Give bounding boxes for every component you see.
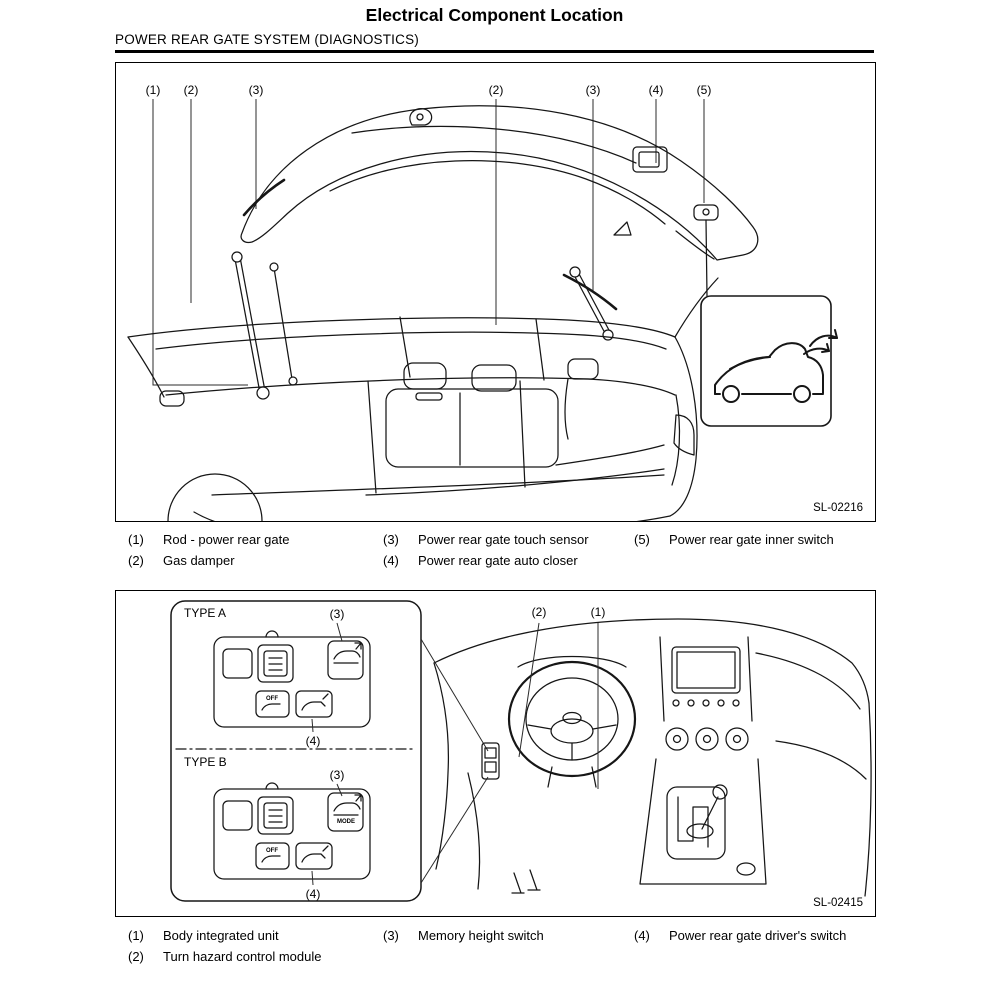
dashboard-drawing bbox=[433, 618, 872, 897]
callout-2-gas-damper: (2) bbox=[183, 83, 199, 97]
callout-4-auto-closer: (4) bbox=[648, 83, 664, 97]
callout-3-memory-height-a: (3) bbox=[329, 607, 345, 621]
figure1-frame: (1) (2) (3) (2) (3) (4) (5) SL-02216 bbox=[115, 62, 876, 522]
legend-num: (1) bbox=[128, 532, 144, 547]
callout-3-memory-height-b: (3) bbox=[329, 768, 345, 782]
legend-item: (2) Turn hazard control module bbox=[128, 948, 383, 965]
seats-drawing bbox=[385, 358, 599, 468]
legend-num: (2) bbox=[128, 949, 144, 964]
gate-open-car-icon bbox=[714, 329, 838, 403]
legend-label: Power rear gate auto closer bbox=[418, 553, 578, 568]
page-title: Electrical Component Location bbox=[365, 5, 624, 25]
legend-item-empty bbox=[383, 948, 634, 965]
vehicle-body-drawing bbox=[127, 221, 719, 521]
dash-switch-bank bbox=[481, 742, 500, 780]
legend-label: Gas damper bbox=[163, 553, 235, 568]
callout-1-body-unit: (1) bbox=[590, 605, 606, 619]
callout-4-driver-switch-b: (4) bbox=[305, 887, 321, 901]
steering-wheel-drawing bbox=[507, 660, 637, 778]
legend-num: (4) bbox=[383, 553, 399, 568]
touch-sensor-strips bbox=[242, 178, 618, 311]
switch-panel-type-b bbox=[213, 782, 371, 880]
section-subtitle: POWER REAR GATE SYSTEM (DIAGNOSTICS) bbox=[115, 32, 419, 47]
legend-label: Power rear gate inner switch bbox=[669, 532, 834, 547]
legend-item: (4) Power rear gate driver's switch bbox=[634, 927, 874, 944]
legend-item: (5) Power rear gate inner switch bbox=[634, 531, 874, 548]
figure1-code: SL-02216 bbox=[813, 502, 863, 514]
legend-label: Body integrated unit bbox=[163, 928, 279, 943]
off-button-label-b: OFF bbox=[266, 848, 278, 854]
open-tailgate-drawing bbox=[240, 105, 759, 261]
legend-item: (2) Gas damper bbox=[128, 552, 383, 569]
heading-rule bbox=[115, 50, 874, 53]
off-button-label-a: OFF bbox=[266, 696, 278, 702]
callout-3b-touch-sensor: (3) bbox=[585, 83, 601, 97]
legend-item: (1) Rod - power rear gate bbox=[128, 531, 383, 548]
figure2-inset-leaders bbox=[311, 622, 343, 886]
callout-3-touch-sensor: (3) bbox=[248, 83, 264, 97]
legend-item: (4) Power rear gate auto closer bbox=[383, 552, 634, 569]
figure2-frame: TYPE A TYPE B (3) (4) (3) (4) (2) (1) OF… bbox=[115, 590, 876, 917]
legend-num: (3) bbox=[383, 532, 399, 547]
center-console-drawing bbox=[639, 636, 767, 885]
legend-item: (3) Power rear gate touch sensor bbox=[383, 531, 634, 548]
legend-label: Turn hazard control module bbox=[163, 949, 322, 964]
legend-num: (1) bbox=[128, 928, 144, 943]
legend-label: Power rear gate touch sensor bbox=[418, 532, 589, 547]
figure2-code: SL-02415 bbox=[813, 897, 863, 909]
legend-label: Power rear gate driver's switch bbox=[669, 928, 847, 943]
callout-1-rod: (1) bbox=[145, 83, 161, 97]
legend-item: (3) Memory height switch bbox=[383, 927, 634, 944]
figure2-legend: (1) Body integrated unit (3) Memory heig… bbox=[115, 927, 874, 965]
power-rod-strut bbox=[231, 251, 270, 400]
figure1-legend: (1) Rod - power rear gate (3) Power rear… bbox=[115, 531, 874, 569]
callout-2-turn-hazard: (2) bbox=[531, 605, 547, 619]
figure1-leader-lines bbox=[152, 99, 705, 386]
figure2-leader-lines bbox=[518, 622, 599, 789]
auto-closer-drawing bbox=[632, 146, 668, 173]
type-b-label: TYPE B bbox=[184, 755, 227, 769]
rear-gate-diagram bbox=[127, 99, 838, 521]
switch-inset-box bbox=[170, 600, 422, 902]
switch-panel-type-a bbox=[213, 630, 371, 728]
legend-label: Memory height switch bbox=[418, 928, 544, 943]
legend-num: (5) bbox=[634, 532, 650, 547]
inset-box bbox=[700, 295, 838, 427]
inner-switch-drawing bbox=[693, 204, 719, 297]
legend-item: (1) Body integrated unit bbox=[128, 927, 383, 944]
legend-item-empty bbox=[634, 552, 874, 569]
inset-connector-lines bbox=[420, 638, 489, 884]
legend-num: (3) bbox=[383, 928, 399, 943]
callout-4-driver-switch-a: (4) bbox=[305, 734, 321, 748]
mode-button-label: MODE bbox=[337, 819, 355, 825]
cabin-diagram bbox=[170, 600, 872, 902]
legend-label: Rod - power rear gate bbox=[163, 532, 290, 547]
type-a-label: TYPE A bbox=[184, 606, 227, 620]
callout-5-inner-switch: (5) bbox=[696, 83, 712, 97]
legend-item-empty bbox=[634, 948, 874, 965]
callout-2b-gas-damper: (2) bbox=[488, 83, 504, 97]
legend-num: (4) bbox=[634, 928, 650, 943]
right-gas-strut bbox=[569, 266, 614, 341]
legend-num: (2) bbox=[128, 553, 144, 568]
